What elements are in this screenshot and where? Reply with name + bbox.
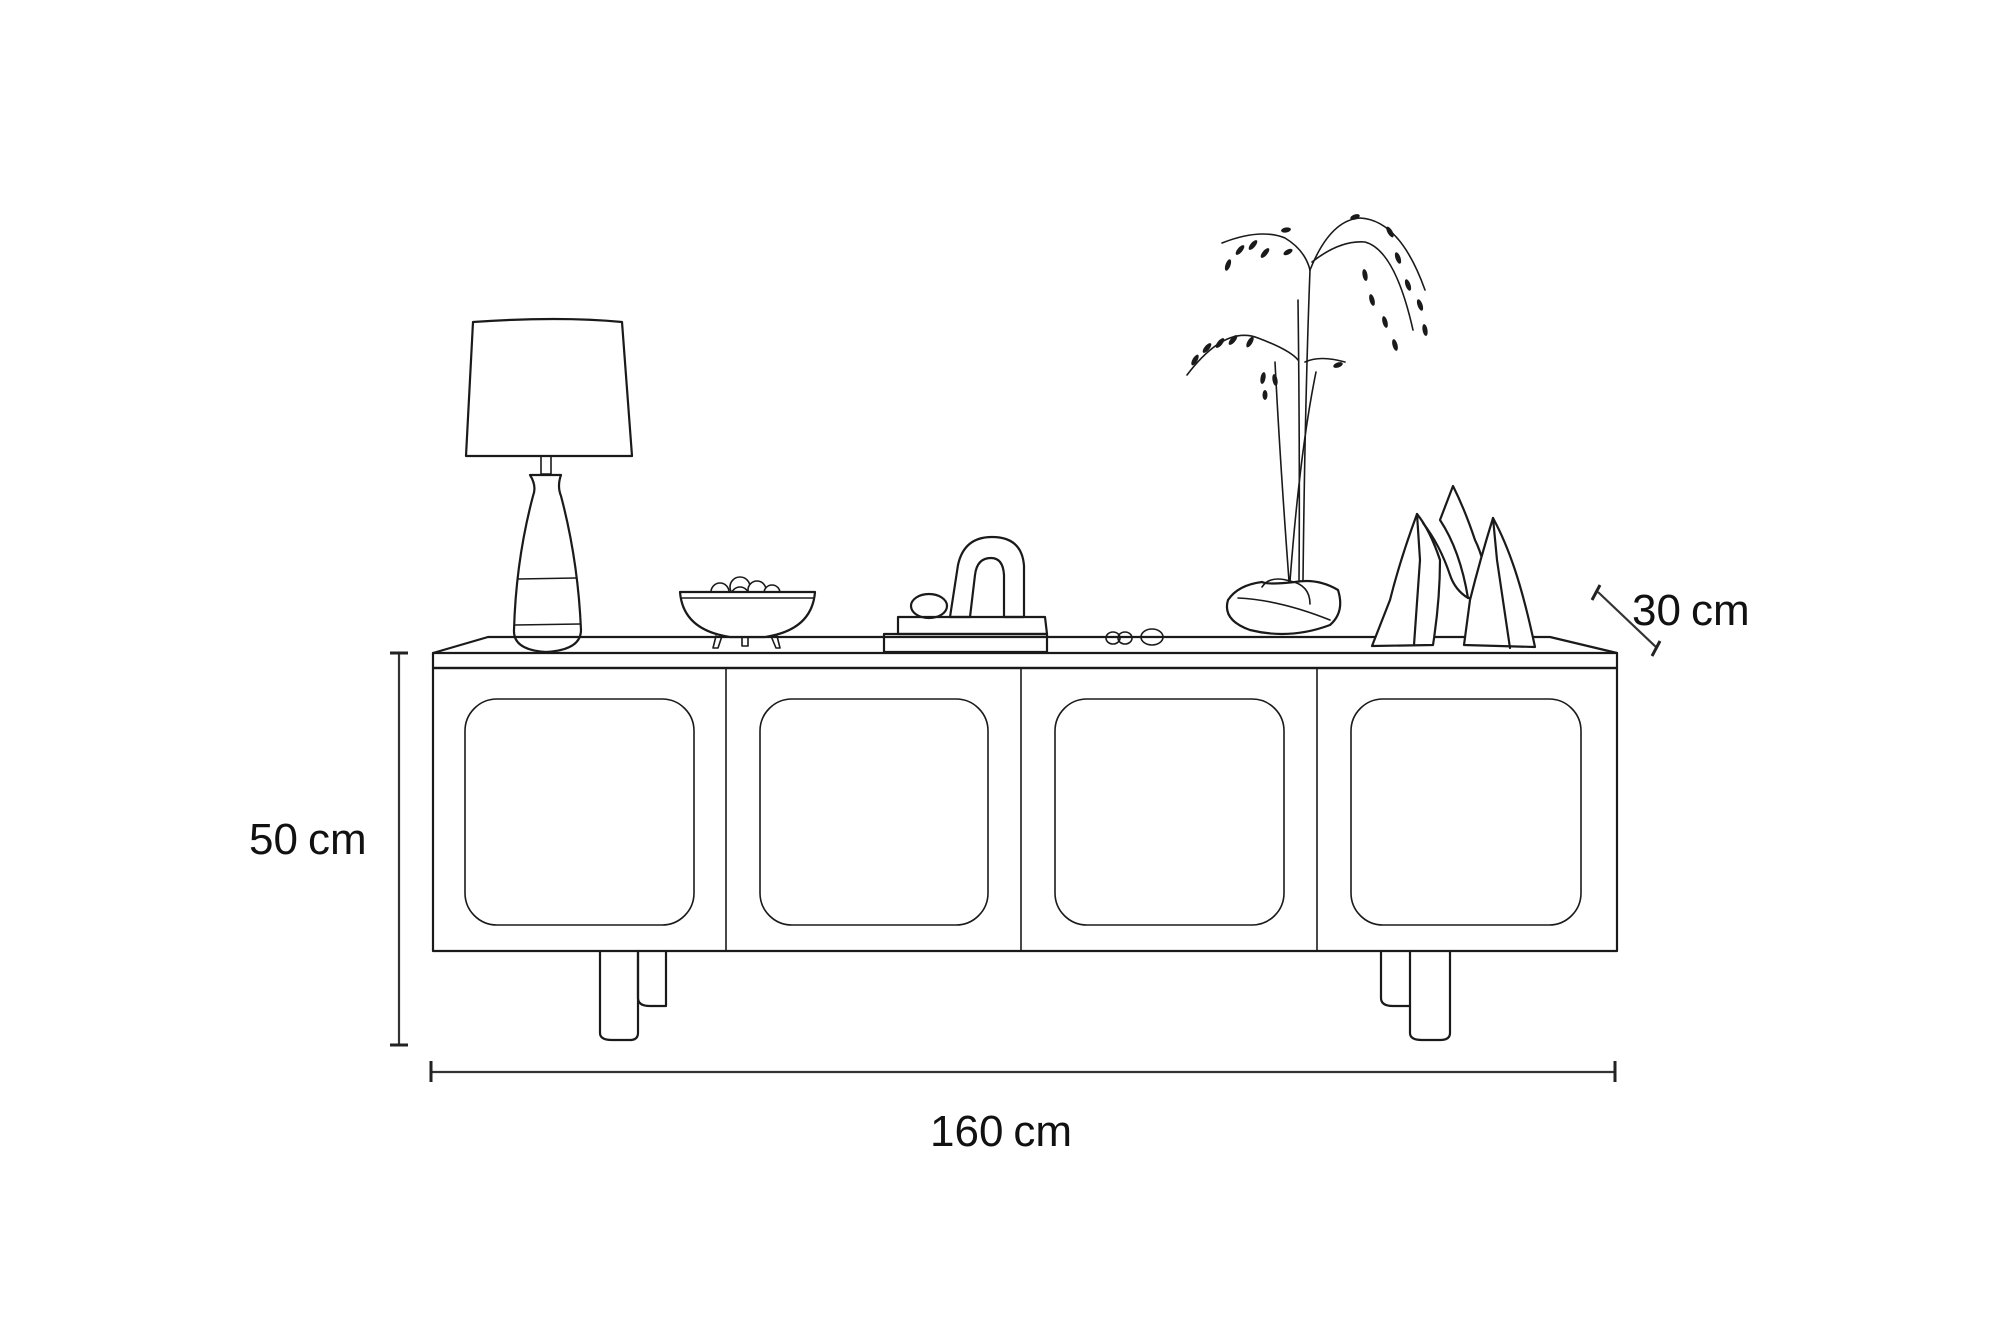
lamp-neck	[540, 455, 552, 475]
door-panel-4	[1350, 698, 1582, 926]
arch-sculpture	[948, 535, 1026, 619]
door-panel-1	[464, 698, 695, 926]
door-panel-2	[759, 698, 989, 926]
leg-front-left	[598, 949, 640, 1042]
sideboard-body	[431, 666, 1619, 953]
leg-front-right	[1408, 949, 1452, 1042]
dimension-height-line	[390, 651, 408, 1047]
width-value: 160	[930, 1107, 1004, 1156]
depth-value: 30	[1632, 586, 1681, 635]
lamp-base	[512, 473, 583, 654]
depth-unit: cm	[1690, 586, 1750, 635]
plant-rocks	[1225, 579, 1342, 636]
pebbles	[1105, 628, 1164, 646]
arch-sculpture-on-books	[882, 535, 1049, 654]
height-unit: cm	[307, 815, 367, 864]
leg-back-left	[636, 949, 668, 1008]
plant-leaves	[1191, 214, 1428, 400]
height-value: 50	[249, 815, 298, 864]
table-lamp	[464, 317, 634, 654]
bowl	[678, 590, 817, 639]
sideboard	[431, 635, 1619, 1042]
leg-back-right	[1379, 949, 1412, 1008]
peak-sculpture	[1370, 484, 1537, 650]
round-stone	[909, 592, 949, 620]
door-panel-3	[1054, 698, 1285, 926]
width-unit: cm	[1013, 1107, 1073, 1156]
grass-plant	[1186, 214, 1428, 636]
book-top	[896, 615, 1049, 636]
dimension-width-line	[429, 1061, 1617, 1082]
lamp-shade	[464, 317, 634, 458]
dimension-depth-line	[1590, 584, 1662, 657]
bowl-with-stones	[678, 576, 817, 649]
